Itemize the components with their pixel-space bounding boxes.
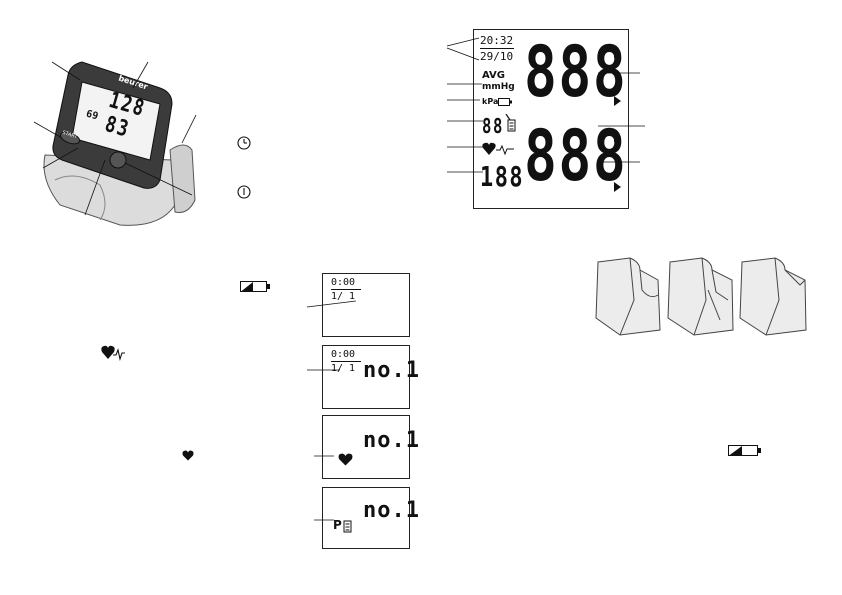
mini-display-4: no.1 P [322, 487, 419, 549]
lcd-avg: AVG [482, 70, 506, 81]
lcd-heart-arrhythmia-icon [482, 142, 514, 156]
lcd-unit-mmhg: mmHg [482, 82, 515, 92]
lcd-memory-digits: 88 [482, 114, 504, 138]
lcd-pulse-digits: 188 [480, 160, 525, 193]
heart-icon [182, 450, 194, 461]
main-lcd: 20:32 29/10 AVG mmHg kPa 88 188 888 888 [473, 29, 629, 209]
heart-arrhythmia-icon [101, 345, 125, 361]
mini-display-4-symbol: P [333, 518, 342, 532]
mini-display-2-date: 1/ 1 [331, 363, 356, 374]
clock-icon [237, 136, 251, 150]
lcd-memory-icon [505, 114, 516, 132]
mini-display-3-heart-icon [338, 453, 353, 466]
lcd-indicator-arrows [614, 48, 621, 192]
lcd-date: 29/10 [480, 50, 514, 63]
mini-display-4-text: no.1 [363, 498, 420, 523]
mini-display-2-time: 0:00 [331, 349, 356, 360]
mini-display-1-time: 0:00 [331, 277, 356, 288]
mini-display-2: 0:00 1/ 1 no.1 [322, 345, 419, 409]
lcd-battery-icon [498, 98, 512, 106]
battery-low-icon-2 [728, 445, 761, 456]
mini-display-1-date: 1/ 1 [331, 291, 356, 302]
mini-display-2-text: no.1 [363, 358, 420, 383]
power-icon [237, 185, 251, 199]
battery-low-icon [240, 281, 270, 292]
mini-display-3-text: no.1 [363, 428, 420, 453]
lcd-unit-kpa: kPa [482, 97, 499, 106]
mini-display-3: no.1 [322, 415, 419, 479]
lcd-time: 20:32 [480, 34, 514, 47]
lcd-dia-digits: 888 [524, 115, 628, 197]
mini-display-4-memory-icon [343, 520, 352, 533]
lcd-sys-digits: 888 [524, 31, 628, 113]
